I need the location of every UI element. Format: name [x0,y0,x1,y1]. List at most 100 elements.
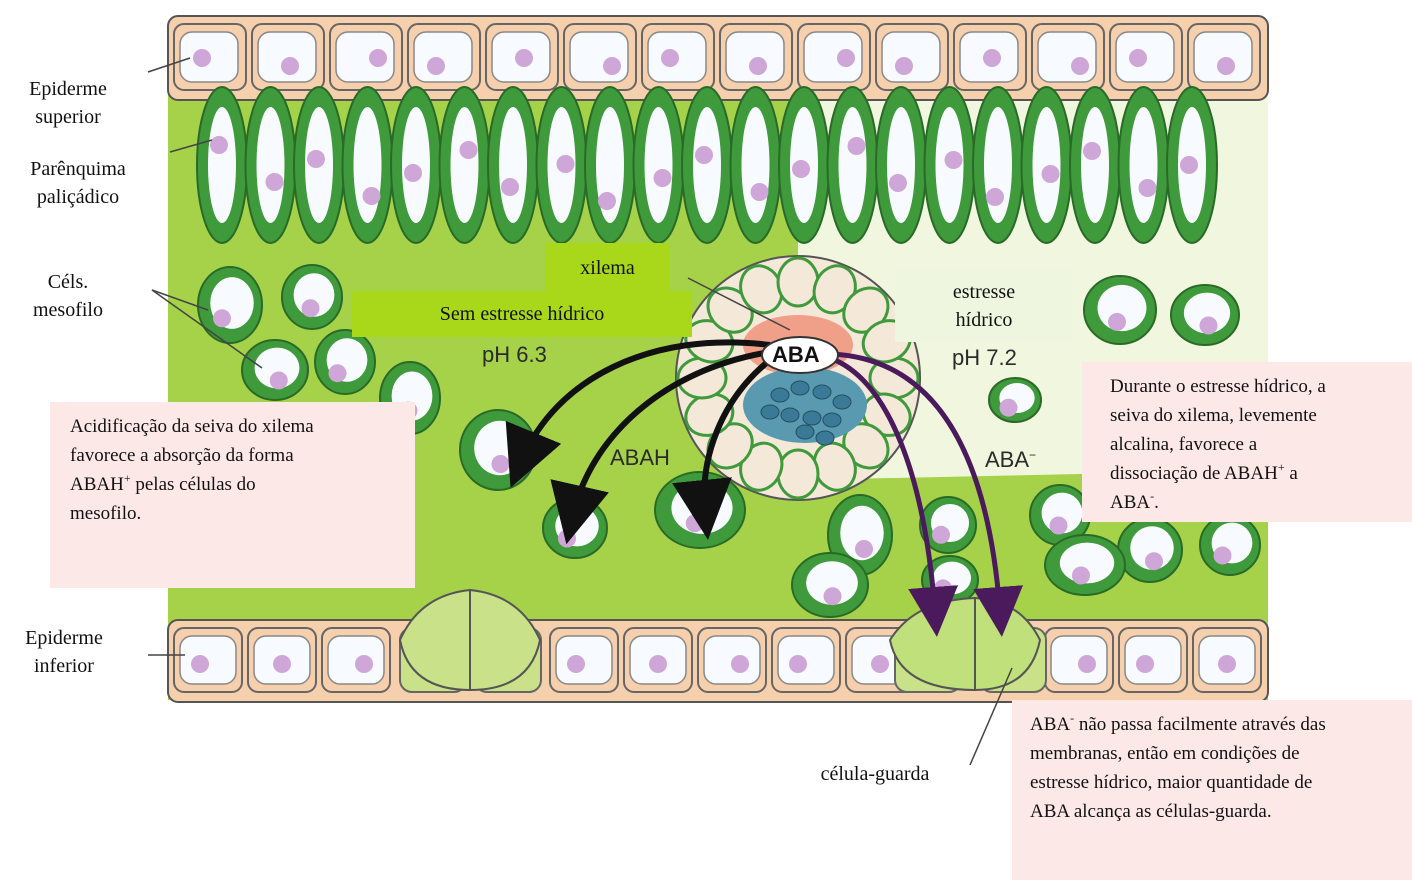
vascular-bundle [676,256,920,500]
aba-center-label: ABA [772,342,820,368]
nucleus [567,655,585,673]
label-upper-epidermis: Epidermesuperior [8,75,128,131]
nucleus [837,49,855,67]
nucleus [983,49,1001,67]
nucleus [986,188,1004,206]
nucleus [210,136,228,154]
nucleus [855,540,873,558]
nucleus [789,655,807,673]
nucleus [1218,655,1236,673]
nucleus [501,178,519,196]
nucleus [1042,165,1060,183]
nucleus [1078,655,1096,673]
nucleus [686,514,704,532]
palisade-vacuole [1130,107,1158,223]
xylem-vessel [833,395,851,409]
palisade-vacuole [208,107,236,223]
nucleus [889,174,907,192]
vacuole [726,32,784,82]
palisade-vacuole [354,107,382,223]
nucleus [363,187,381,205]
upper-epidermis [168,16,1268,100]
xylem-vessel [803,411,821,425]
nucleus [191,655,209,673]
label-guard-cell: célula-guarda [800,760,950,788]
nucleus [213,309,231,327]
nucleus [1139,179,1157,197]
nucleus [302,299,320,317]
nucleus [369,49,387,67]
palisade-vacuole [451,107,479,223]
nucleus [427,57,445,75]
nucleus [492,455,510,473]
xylem-vessel [761,405,779,419]
nucleus [1071,57,1089,75]
label-lower-epidermis: Epidermeinferior [4,624,124,680]
nucleus [598,192,616,210]
vacuole [258,32,316,82]
aba-minus-label: ABA− [985,447,1036,473]
nucleus [934,579,952,597]
palisade-vacuole [257,107,285,223]
nucleus [557,155,575,173]
nucleus [824,587,842,605]
nucleus [307,150,325,168]
xylem-vessel [771,388,789,402]
palisade-vacuole [1081,107,1109,223]
bundle-sheath-cell [778,450,818,498]
bundle-sheath-cell [778,258,818,306]
nucleus [654,169,672,187]
palisade-vacuole [499,107,527,223]
callout-acidification: Acidificação da seiva do xilema favorece… [50,402,415,588]
xylem-vessel [781,408,799,422]
xylem-vessel [796,425,814,439]
nucleus [1136,655,1154,673]
nucleus [603,57,621,75]
nucleus [515,49,533,67]
nucleus [1200,317,1218,335]
vacuole [570,32,628,82]
xylem-vessel [813,385,831,399]
nucleus [731,655,749,673]
palisade-vacuole [1033,107,1061,223]
xylem-vessel [823,413,841,427]
tag-xylem: xilema [545,243,670,293]
tag-no-stress: Sem estresse hídrico [352,291,692,337]
nucleus [1217,57,1235,75]
vacuole [414,32,472,82]
nucleus [273,655,291,673]
palisade-vacuole [887,107,915,223]
nucleus [270,372,288,390]
nucleus [1180,156,1198,174]
nucleus [266,173,284,191]
nucleus [895,57,913,75]
nucleus [1108,313,1126,331]
xylem-vessel [791,381,809,395]
palisade-vacuole [839,107,867,223]
nucleus [945,151,963,169]
nucleus [1129,49,1147,67]
nucleus [848,137,866,155]
nucleus [1072,567,1090,585]
palisade-vacuole [693,107,721,223]
palisade-vacuole [984,107,1012,223]
nucleus [1050,517,1068,535]
vacuole [1038,32,1096,82]
nucleus [932,526,950,544]
callout-water-stress: Durante o estresse hídrico, a seiva do x… [1082,362,1412,522]
nucleus [1083,142,1101,160]
nucleus [751,183,769,201]
xylem-vessel [816,431,834,445]
ph-left: pH 6.3 [482,342,547,368]
lower-epidermis [168,620,1268,702]
ph-right: pH 7.2 [952,345,1017,371]
nucleus [749,57,767,75]
nucleus [558,530,576,548]
label-palisade: Parênquimapaliçádico [12,155,144,211]
nucleus [661,49,679,67]
callout-guard-cells: ABA- não passa facilmente através das me… [1012,700,1412,880]
nucleus [695,146,713,164]
nucleus [1145,552,1163,570]
nucleus [1000,399,1018,417]
